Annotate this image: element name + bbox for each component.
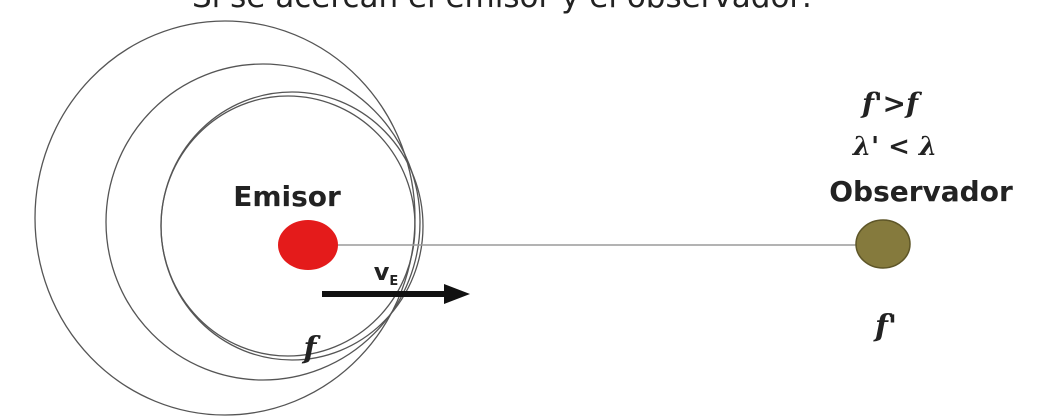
emitter-frequency-label: f (302, 331, 322, 366)
frequency-relation: f'>f (860, 87, 923, 120)
emitter-label: Emisor (233, 180, 341, 213)
wavelength-relation: λ' < λ (852, 132, 937, 162)
wavefront-middle (106, 64, 420, 380)
wavefront-outer (35, 21, 415, 415)
wavefronts (35, 21, 423, 415)
observer-receiver (856, 220, 910, 268)
velocity-subscript: E (389, 274, 398, 289)
velocity-label: vE (374, 258, 399, 289)
velocity-symbol: v (374, 258, 390, 286)
emitter-source (278, 220, 338, 270)
velocity-arrow-head (444, 284, 470, 304)
wavefront-inner (161, 96, 415, 356)
caption-text: Si se acercan el emisor y el observador: (192, 0, 812, 13)
observer-label: Observador (829, 175, 1013, 208)
observer-frequency-label: f' (873, 309, 897, 344)
